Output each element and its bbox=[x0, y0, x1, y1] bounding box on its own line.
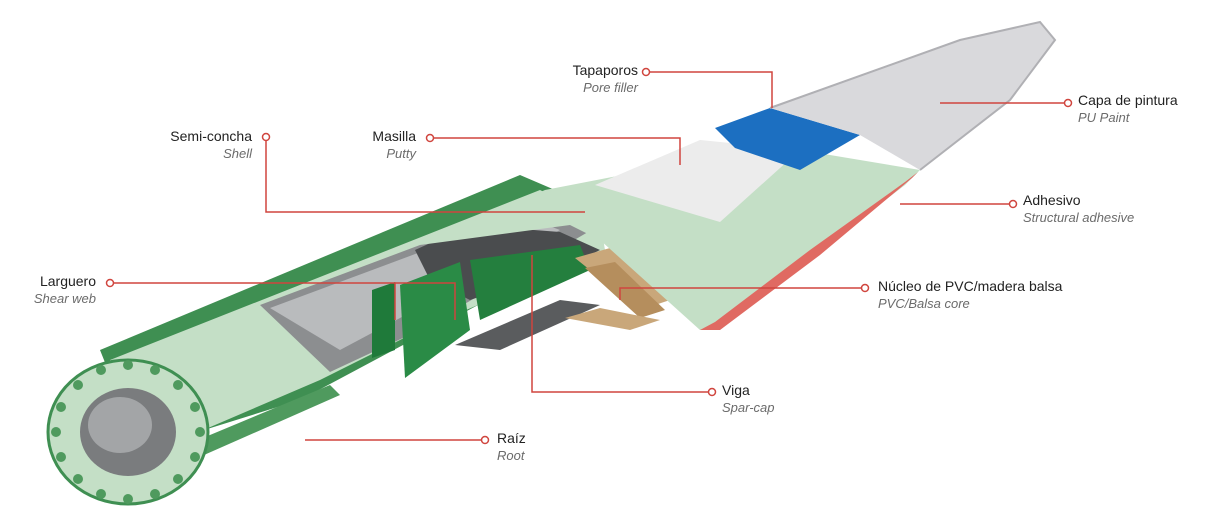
label-raiz: Raíz Root bbox=[497, 430, 526, 464]
leader-lines bbox=[110, 71, 1068, 441]
spar-cap-lower bbox=[455, 300, 600, 350]
label-capa-pintura-en: PU Paint bbox=[1078, 109, 1130, 125]
label-larguero: Larguero Shear web bbox=[6, 273, 96, 307]
label-nucleo: Núcleo de PVC/madera balsa PVC/Balsa cor… bbox=[878, 278, 1062, 312]
leader-semi-concha bbox=[265, 137, 585, 213]
label-raiz-es: Raíz bbox=[497, 430, 526, 446]
adhesive-edge bbox=[700, 172, 918, 330]
leader-endpoints bbox=[105, 67, 1073, 445]
shear-web-panel-3 bbox=[470, 245, 590, 320]
putty-patch bbox=[595, 140, 800, 222]
label-semi-concha-es: Semi-concha bbox=[170, 128, 252, 144]
label-capa-pintura-es: Capa de pintura bbox=[1078, 92, 1178, 108]
shear-web-panel-1 bbox=[372, 282, 395, 358]
label-viga-en: Spar-cap bbox=[722, 399, 775, 415]
balsa-core-mid bbox=[585, 262, 665, 318]
pore-filler-patch bbox=[715, 108, 860, 170]
leader-nucleo bbox=[619, 287, 865, 300]
label-tapaporos: Tapaporos Pore filler bbox=[540, 62, 638, 96]
label-raiz-en: Root bbox=[497, 447, 525, 463]
label-semi-concha: Semi-concha Shell bbox=[148, 128, 252, 162]
root-ring-inner-highlight bbox=[88, 397, 152, 453]
leader-masilla bbox=[430, 137, 681, 165]
label-adhesivo: Adhesivo Structural adhesive bbox=[1023, 192, 1134, 226]
leader-tapaporos bbox=[646, 71, 773, 108]
label-masilla-en: Putty bbox=[386, 145, 416, 161]
label-viga-es: Viga bbox=[722, 382, 750, 398]
label-tapaporos-en: Pore filler bbox=[583, 79, 638, 95]
root-bolt-holes bbox=[51, 360, 205, 504]
label-larguero-en: Shear web bbox=[33, 290, 96, 306]
label-viga: Viga Spar-cap bbox=[722, 382, 775, 416]
label-nucleo-es: Núcleo de PVC/madera balsa bbox=[878, 278, 1063, 294]
label-nucleo-en: PVC/Balsa core bbox=[878, 295, 970, 311]
label-capa-pintura: Capa de pintura PU Paint bbox=[1078, 92, 1178, 126]
paint-layer-tip bbox=[770, 22, 1055, 170]
balsa-core-bottom bbox=[565, 308, 660, 330]
paint-layer-tip-outline bbox=[769, 20, 1057, 171]
label-adhesivo-en: Structural adhesive bbox=[1023, 209, 1135, 225]
label-larguero-es: Larguero bbox=[39, 273, 96, 289]
label-semi-concha-en: Shell bbox=[223, 145, 252, 161]
label-adhesivo-es: Adhesivo bbox=[1023, 192, 1081, 208]
label-masilla: Masilla Putty bbox=[340, 128, 416, 162]
label-tapaporos-es: Tapaporos bbox=[572, 62, 638, 78]
shear-web-panel-2 bbox=[400, 262, 470, 378]
leader-viga bbox=[531, 255, 712, 393]
label-masilla-es: Masilla bbox=[372, 128, 416, 144]
semi-shell-surface bbox=[420, 150, 920, 330]
leader-larguero-2 bbox=[395, 282, 456, 320]
